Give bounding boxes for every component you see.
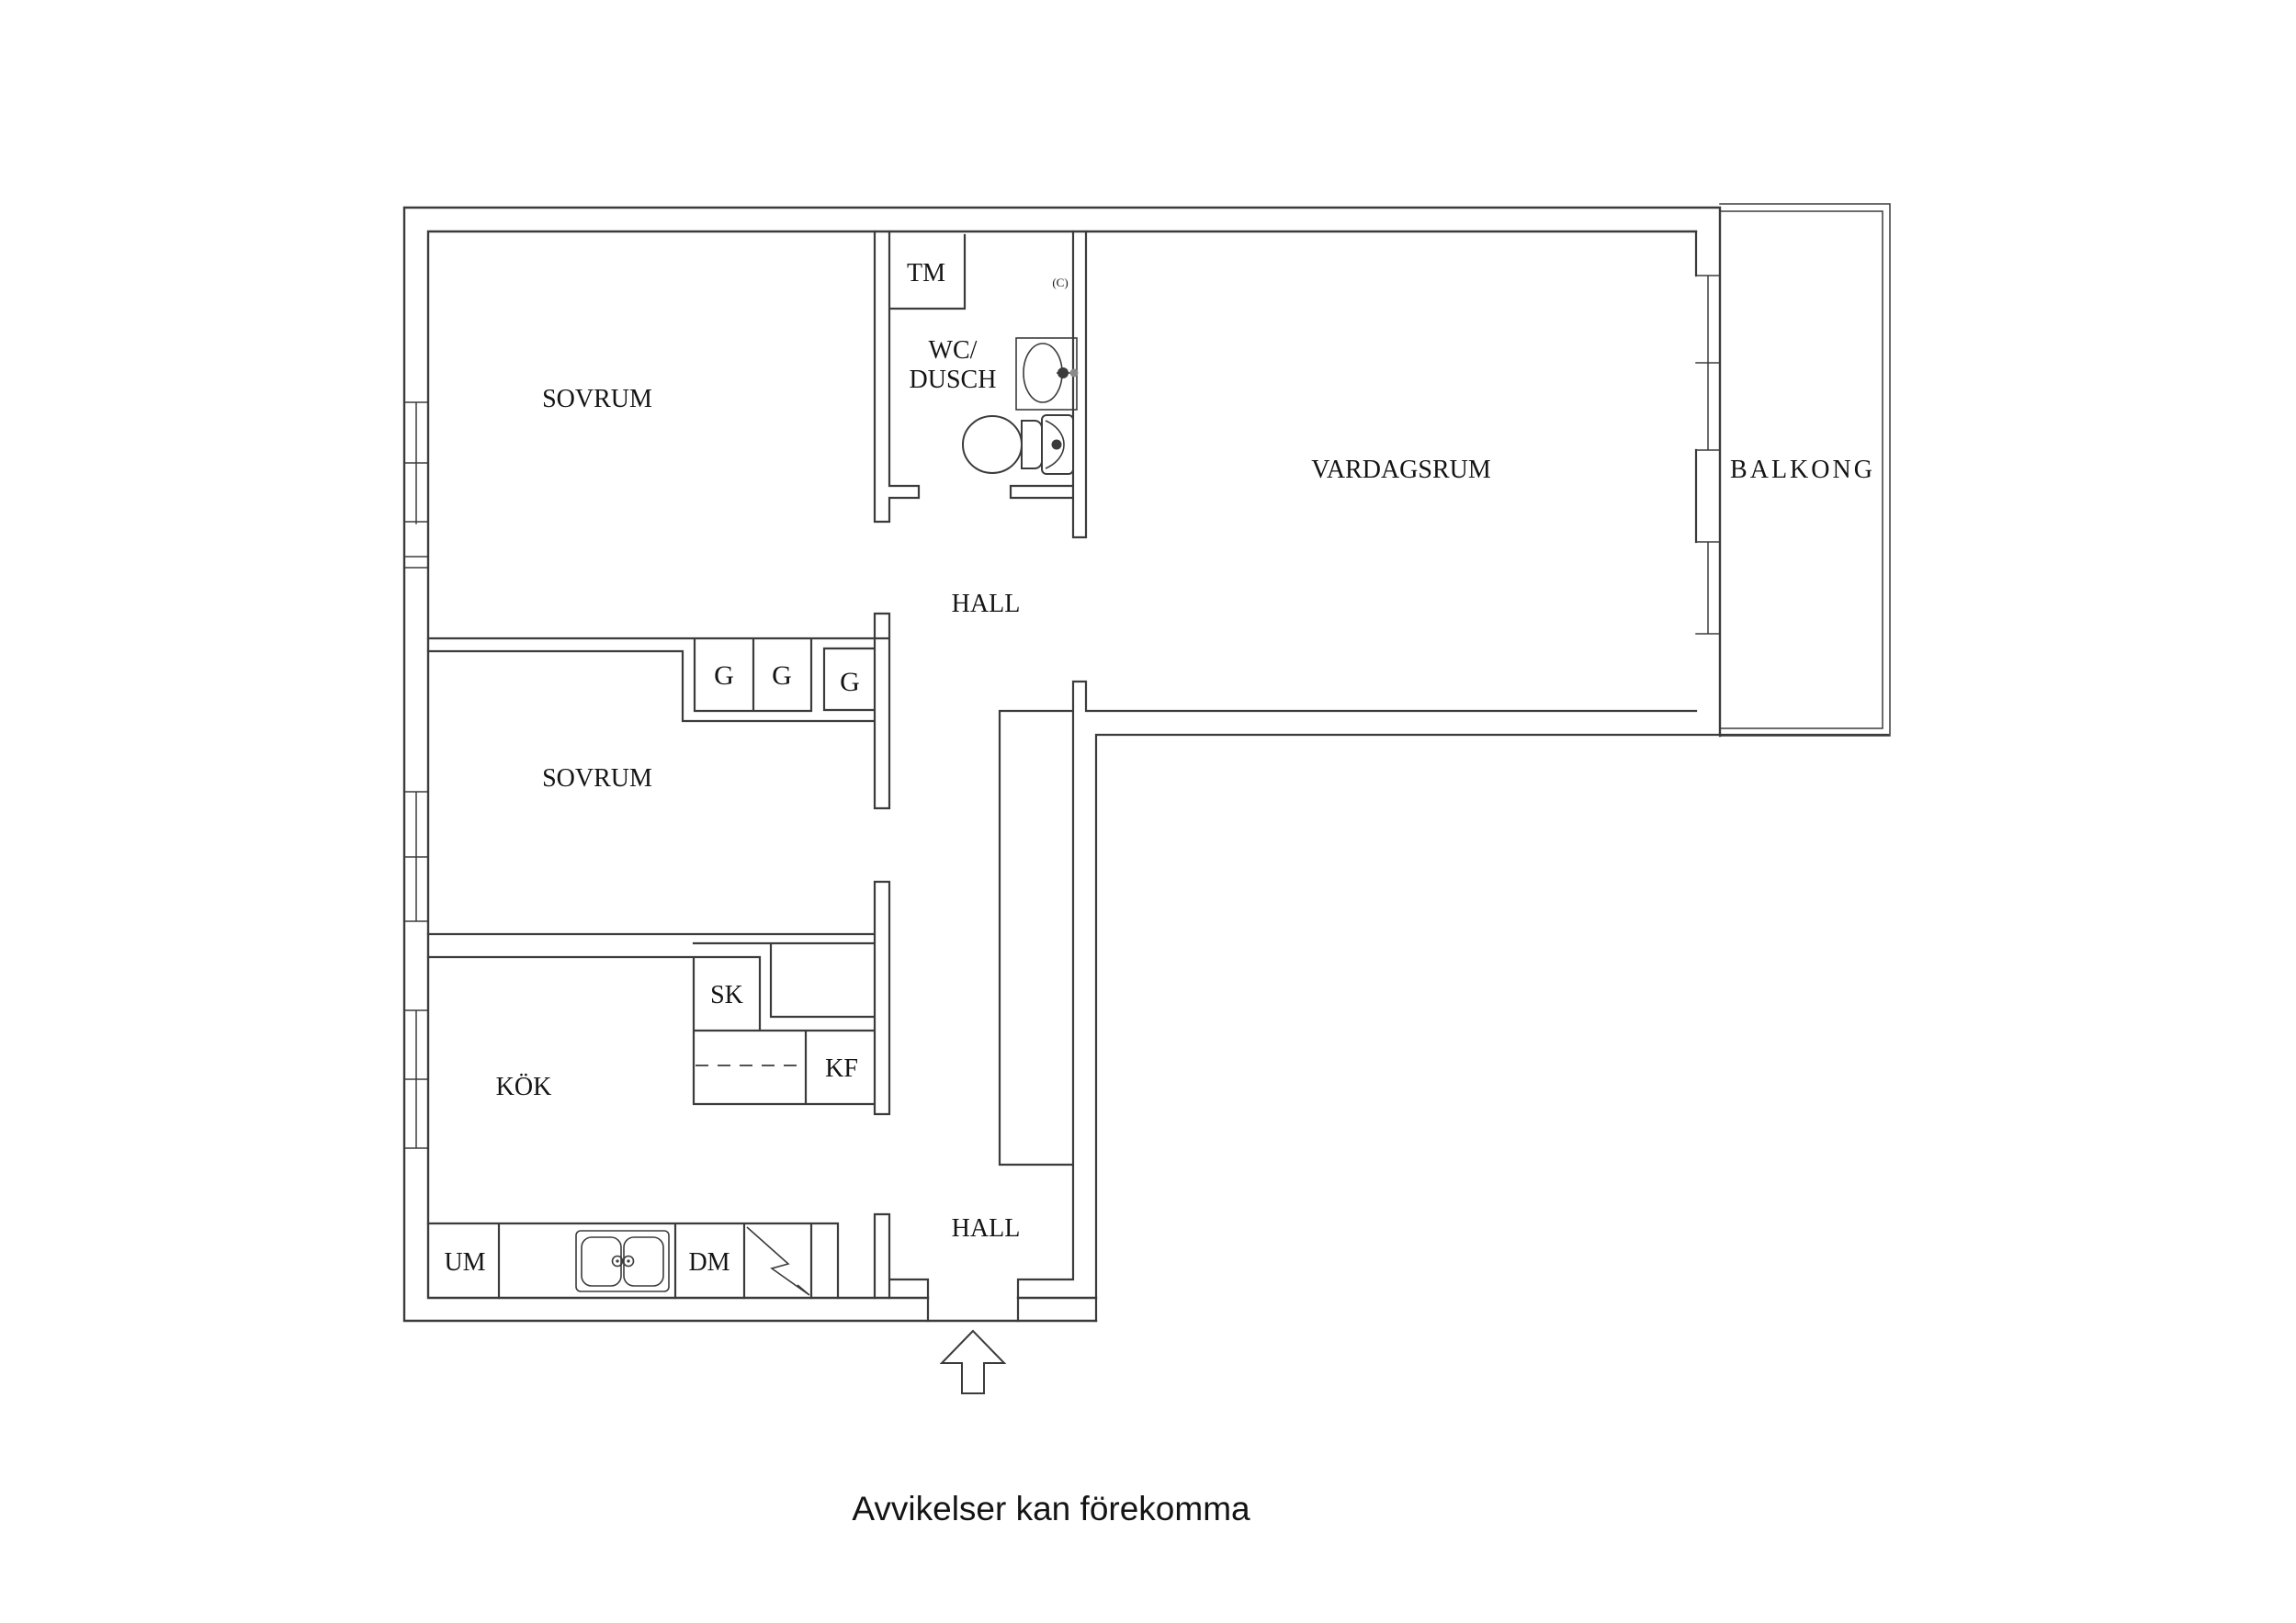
- closet-label-g3: G: [840, 667, 860, 697]
- balcony-outline: [1719, 203, 1891, 737]
- closet-label-sk: SK: [710, 981, 743, 1009]
- kitchen-sink-icon: [575, 1230, 670, 1292]
- room-label-sovrum1: SOVRUM: [542, 385, 652, 413]
- appliance-label-um: UM: [444, 1248, 485, 1277]
- c-mark: (C): [1052, 276, 1068, 289]
- appliance-label-dm: DM: [688, 1248, 730, 1277]
- room-label-balkong: BALKONG: [1730, 456, 1875, 484]
- room-label-hall-upper: HALL: [952, 590, 1021, 618]
- outer-walls: [402, 206, 1722, 1323]
- closet-label-tm: TM: [907, 259, 945, 287]
- closet-label-g1: G: [714, 660, 734, 691]
- closet-label-g2: G: [772, 660, 792, 691]
- room-label-vardagsrum: VARDAGSRUM: [1311, 456, 1491, 484]
- room-label-wc-line2: DUSCH: [910, 366, 997, 394]
- room-label-sovrum2: SOVRUM: [542, 764, 652, 793]
- entrance-arrow-icon: [939, 1329, 1007, 1394]
- window-marks: [403, 275, 1721, 1149]
- interior-walls: [426, 230, 1890, 1323]
- washbasin-icon: [1015, 337, 1079, 411]
- toilet-icon: [962, 414, 1074, 475]
- room-label-hall-lower: HALL: [952, 1214, 1021, 1243]
- footer-disclaimer: Avvikelser kan förekomma: [852, 1490, 1250, 1527]
- lightning-icon: [746, 1226, 810, 1296]
- closet-label-kf: KF: [825, 1054, 858, 1083]
- room-label-wc-line1: WC/: [929, 336, 978, 365]
- room-label-kok: KÖK: [496, 1073, 552, 1101]
